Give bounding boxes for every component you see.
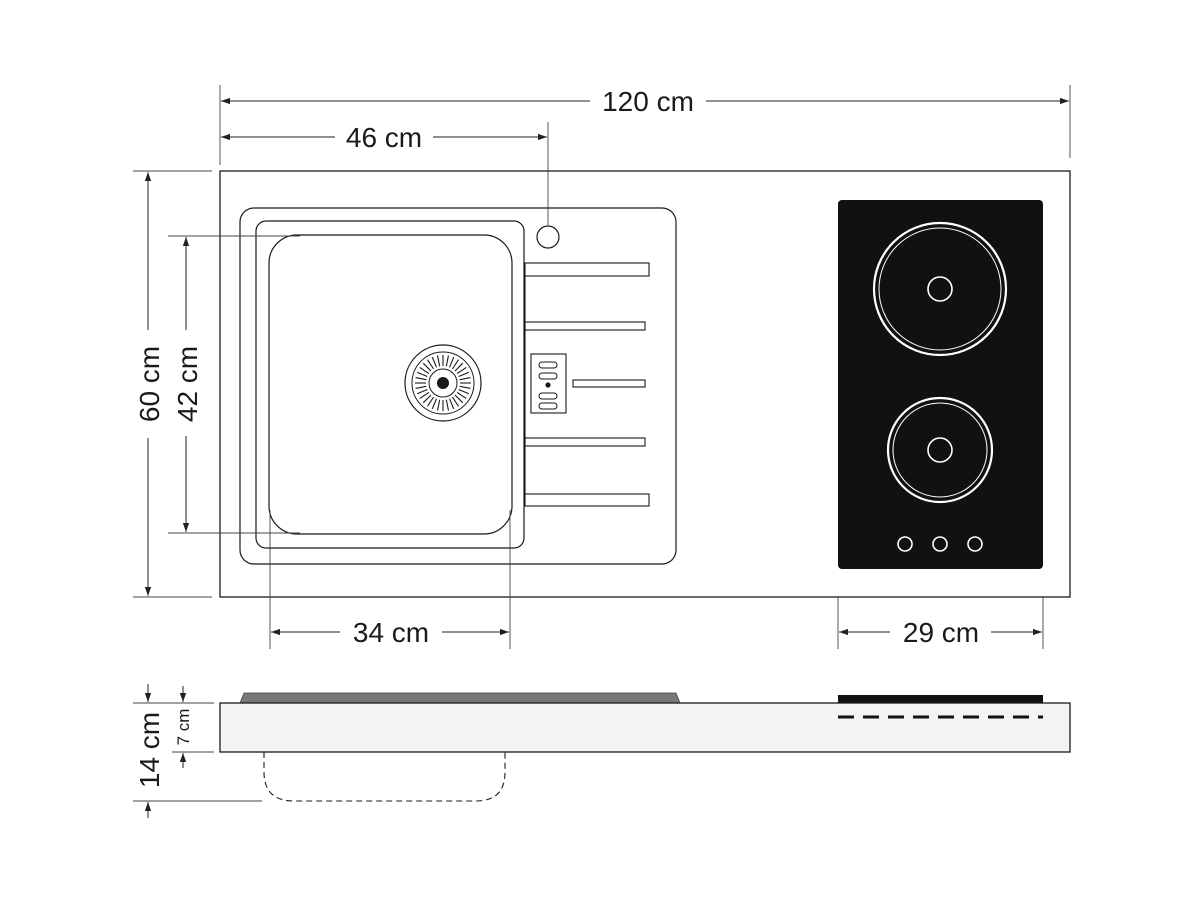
dimension-label: 29 cm: [903, 617, 979, 648]
hob-profile: [838, 695, 1043, 703]
dimension-total-depth: 60 cm: [133, 170, 212, 598]
dimension-total-height: 14 cm: [133, 684, 262, 818]
dimension-label: 7 cm: [174, 709, 193, 746]
dimension-bowl-depth: 42 cm: [168, 235, 300, 534]
sink-bowl-rim: [255, 220, 525, 549]
overflow-icon: [530, 353, 567, 414]
sink-unit: [239, 207, 677, 565]
sink-bowl: [268, 234, 513, 535]
cooktop-hob: [838, 200, 1043, 569]
draining-board: [524, 262, 650, 507]
control-knob-icon: [967, 536, 983, 552]
drain-strainer-icon: [404, 344, 482, 422]
side-view: 14 cm 7 cm: [133, 684, 1071, 818]
dimension-label: 60 cm: [134, 346, 165, 422]
control-knob-icon: [897, 536, 913, 552]
dimension-hob-width: 29 cm: [837, 597, 1044, 649]
dimension-bowl-width: 34 cm: [269, 510, 511, 649]
small-burner-icon: [886, 396, 994, 504]
dimension-label: 14 cm: [134, 712, 165, 788]
dimension-sink-offset: 46 cm: [221, 122, 549, 225]
dimension-total-width: 120 cm: [219, 85, 1071, 165]
sink-frame: [239, 207, 677, 565]
counter-body: [219, 702, 1071, 753]
sink-bowl-hidden: [263, 752, 506, 802]
control-knob-icon: [932, 536, 948, 552]
dimension-label: 46 cm: [346, 122, 422, 153]
dimension-label: 34 cm: [353, 617, 429, 648]
sink-lip: [239, 692, 681, 704]
top-view: 120 cm 46 cm 60 cm 42 cm: [133, 85, 1071, 649]
faucet-hole-icon: [536, 225, 560, 249]
dimension-counter-height: 7 cm: [172, 686, 214, 768]
dimension-label: 42 cm: [172, 346, 203, 422]
dimension-label: 120 cm: [602, 86, 694, 117]
large-burner-icon: [872, 221, 1008, 357]
